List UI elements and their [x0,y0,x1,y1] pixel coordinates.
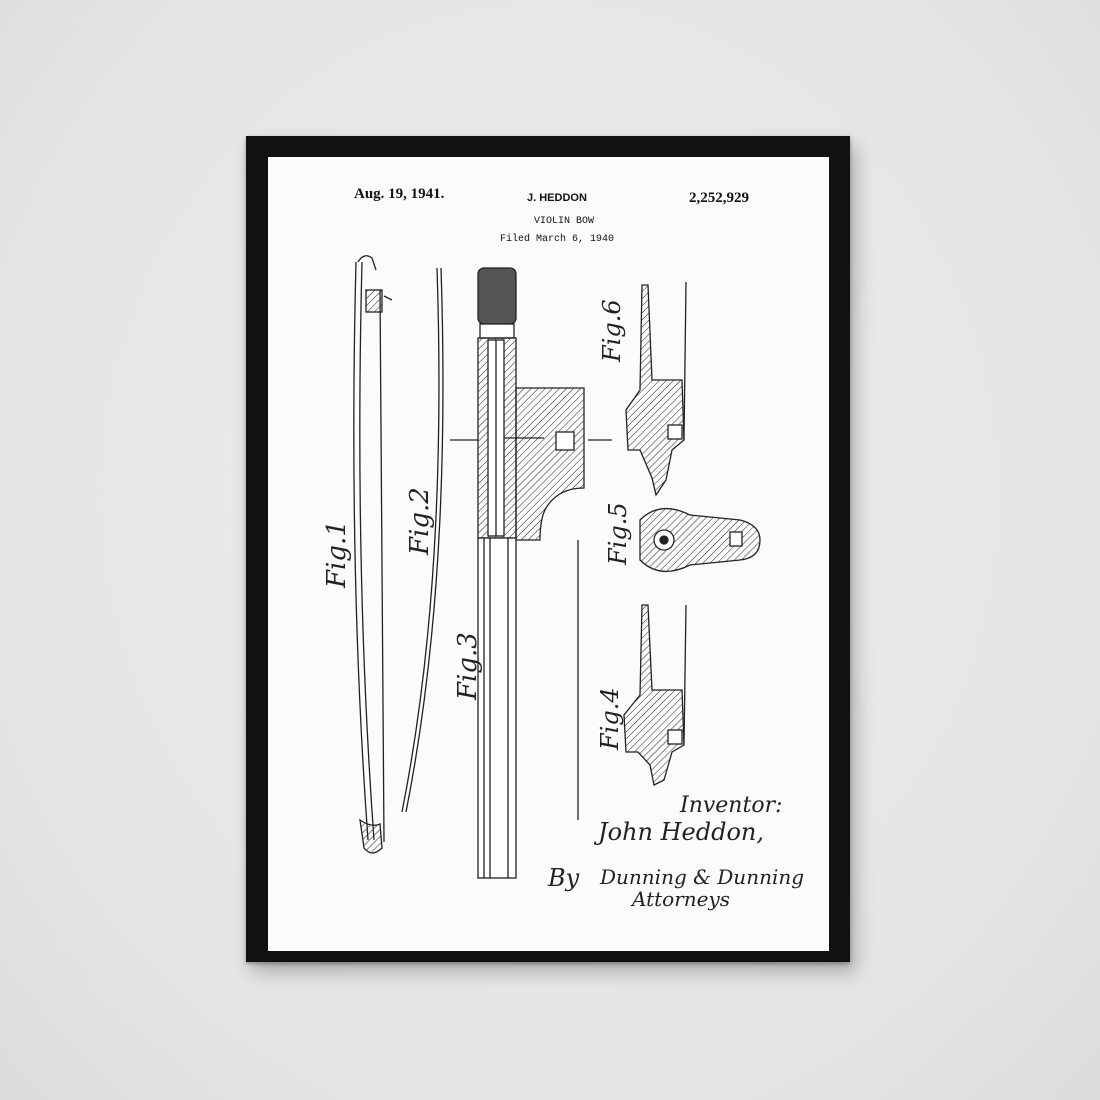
fig6-label: Fig.6 [598,299,626,363]
attorney-firm-signature: Dunning & Dunning [599,865,804,889]
fig6-drawing [625,281,687,497]
fig4-drawing [623,604,687,786]
patent-number: 2,252,929 [689,190,749,206]
by-label: By [547,864,580,892]
fig1-label: Fig.1 [322,520,352,589]
fig3-drawing [450,267,612,879]
fig5-drawing [639,508,761,572]
patent-filed-date: Filed March 6, 1940 [500,234,615,245]
patent-date: Aug. 19, 1941. [354,186,445,202]
attorneys-label: Attorneys [630,887,730,911]
patent-inventor: J. HEDDON [527,192,587,204]
fig2-drawing [401,267,444,813]
inventor-signature: John Heddon, [593,818,764,846]
fig2-label: Fig.2 [405,487,435,556]
fig5-label: Fig.5 [604,502,632,566]
fig4-label: Fig.4 [596,687,624,751]
inventor-label: Inventor: [679,793,783,818]
patent-title: VIOLIN BOW [534,216,595,227]
fig1-drawing [353,255,393,854]
fig3-label: Fig.3 [453,632,483,701]
